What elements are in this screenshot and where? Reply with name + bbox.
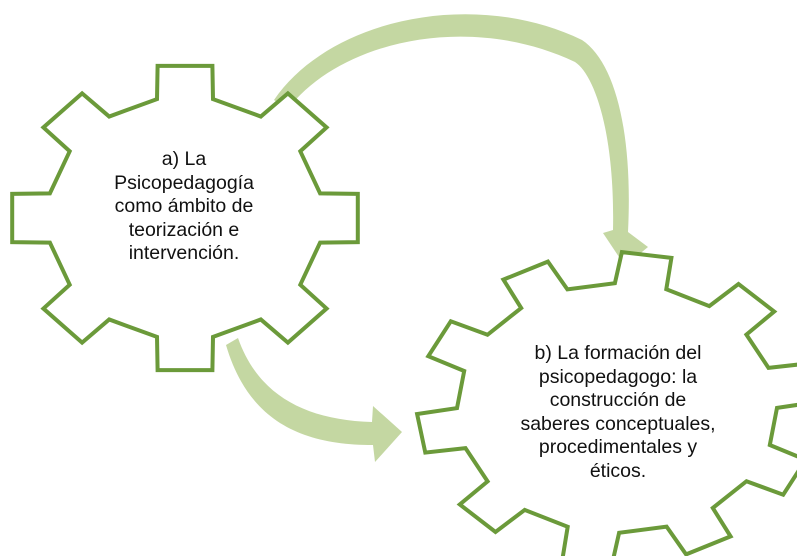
top-curved-arrow-icon <box>274 14 648 266</box>
gear-a-label: a) La Psicopedagogía como ámbito de teor… <box>114 148 254 264</box>
bottom-curved-arrow-icon <box>226 338 402 462</box>
gear-b-label: b) La formación del psicopedagogo: la co… <box>520 342 716 482</box>
gear-a-shape <box>12 66 358 370</box>
gear-b-outline <box>417 252 797 556</box>
gear-b-shape <box>417 252 797 556</box>
gear-a-outline <box>12 66 358 370</box>
